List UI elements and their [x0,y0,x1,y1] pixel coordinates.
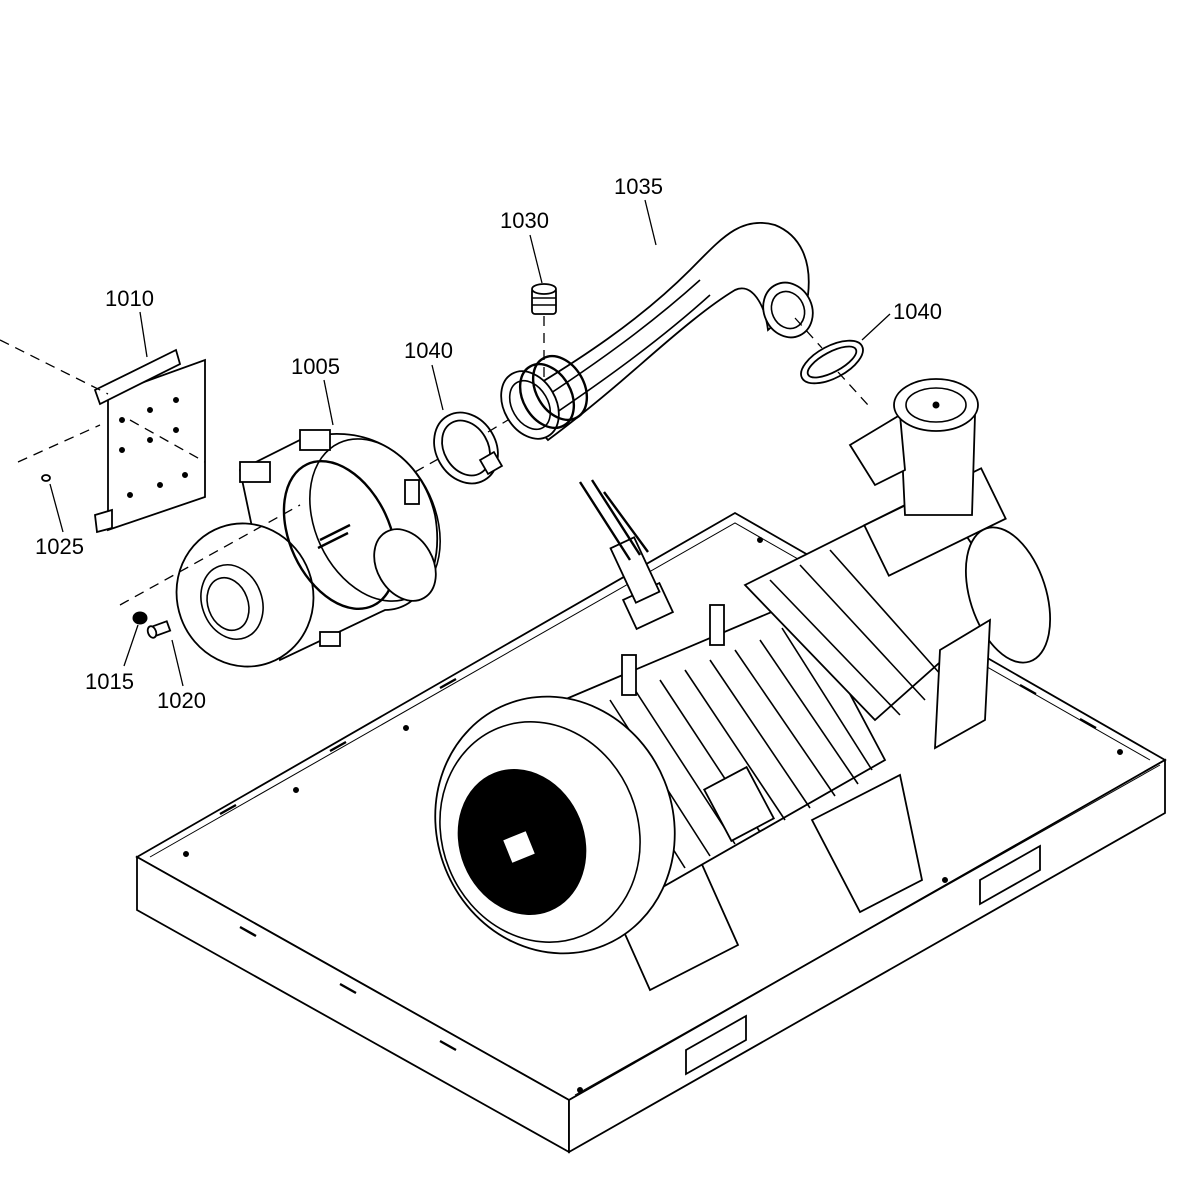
callout-1025: 1025 [35,534,84,559]
frame-bolt-marks [183,537,1123,1093]
screw-1025 [41,474,51,482]
assembly-lines [0,316,869,606]
callout-1040-left: 1040 [404,338,453,363]
callout-1015: 1015 [85,669,134,694]
electric-motor [434,479,924,992]
callout-labels: 1010 1005 1040 1030 1035 1040 1025 1015 … [35,174,942,713]
nut-1015 [132,611,148,625]
callout-1010: 1010 [105,286,154,311]
bolt-1020 [146,620,172,639]
callout-1005: 1005 [291,354,340,379]
mounting-bracket [93,348,206,534]
motor-shaft [500,828,538,866]
intake-hose [500,221,814,442]
motor-cable-gland [578,479,675,631]
air-filter-housing [175,429,441,668]
hose-clamp-right [800,339,864,385]
hose-fitting [531,283,557,315]
callout-1035: 1035 [614,174,663,199]
callout-1040-right: 1040 [893,299,942,324]
leader-lines [49,199,891,687]
blower-inlet-neck [848,378,979,516]
callout-1020: 1020 [157,688,206,713]
hose-clamp-left [433,411,504,485]
callout-1030: 1030 [500,208,549,233]
